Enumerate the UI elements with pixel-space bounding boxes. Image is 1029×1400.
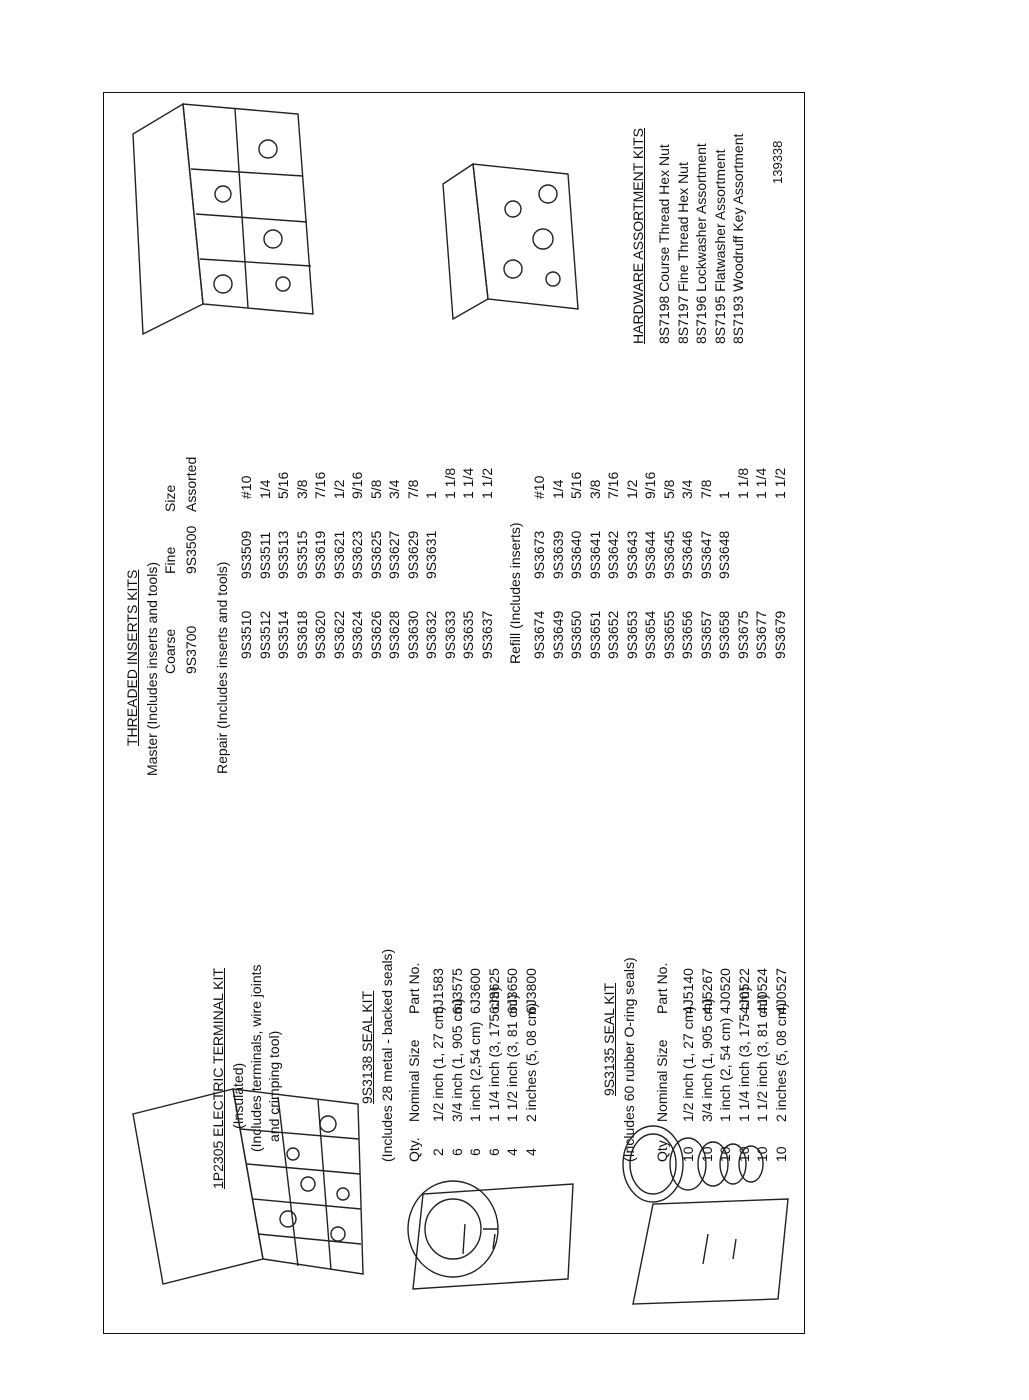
seal-kit-28-size-header: Nominal Size — [406, 1039, 422, 1122]
threaded-repair-label: Repair (Includes inserts and tools) — [214, 561, 230, 774]
figure-number: 139338 — [770, 140, 785, 184]
list-item: 8S7196 Lockwasher Assortment — [693, 143, 709, 344]
threaded-master-size: Assorted — [183, 456, 199, 512]
threaded-size-header: Size — [162, 484, 178, 512]
list-item: 8S7197 Fine Thread Hex Nut — [674, 162, 691, 344]
page-frame — [103, 92, 805, 1334]
hardware-kits-title: HARDWARE ASSORTMENT KITS — [630, 128, 646, 344]
seal-kit-card-illustration — [412, 1183, 574, 1290]
threaded-inserts-case-illustration — [132, 102, 314, 336]
metal-backed-seal-illustration — [407, 1180, 499, 1278]
seal-kit-28-qty-header: Qty. — [406, 1137, 422, 1162]
threaded-master-coarse: 9S3700 — [183, 625, 199, 674]
seal-kit-60-part-header: Part No. — [654, 962, 670, 1014]
seal-kit-28-desc: (Includes 28 metal - backed seals) — [379, 948, 395, 1162]
terminal-kit-box-illustration — [132, 1088, 364, 1285]
seal-kit-60-size-header: Nominal Size — [654, 1039, 670, 1122]
threaded-refill-label: Refill (Includes inserts) — [507, 522, 523, 664]
threaded-fine-header: Fine — [162, 546, 178, 574]
rotated-content: 1P2305 ELECTRIC TERMINAL KIT (Insulated)… — [103, 92, 805, 1334]
threaded-master-fine: 9S3500 — [183, 525, 199, 574]
threaded-master-label: Master (Includes inserts and tools) — [144, 562, 160, 776]
hardware-items-list: 8S7198 Course Thread Hex Nut 8S7197 Fine… — [655, 134, 748, 344]
list-item: 8S7198 Course Thread Hex Nut — [656, 144, 672, 344]
list-item: 8S7193 Woodruff Key Assortment — [730, 133, 746, 344]
threaded-kits-title: THREADED INSERTS KITS — [124, 569, 140, 746]
list-item: 8S7195 Flatwasher Assortment — [711, 149, 728, 344]
o-ring-seal-illustration — [622, 1125, 789, 1305]
hardware-assortment-box-illustration — [442, 162, 579, 321]
seal-kit-28-part-header: Part No. — [406, 962, 422, 1014]
threaded-coarse-header: Coarse — [162, 628, 178, 674]
seal-kit-60-title: 9S3135 SEAL KIT — [601, 982, 617, 1096]
